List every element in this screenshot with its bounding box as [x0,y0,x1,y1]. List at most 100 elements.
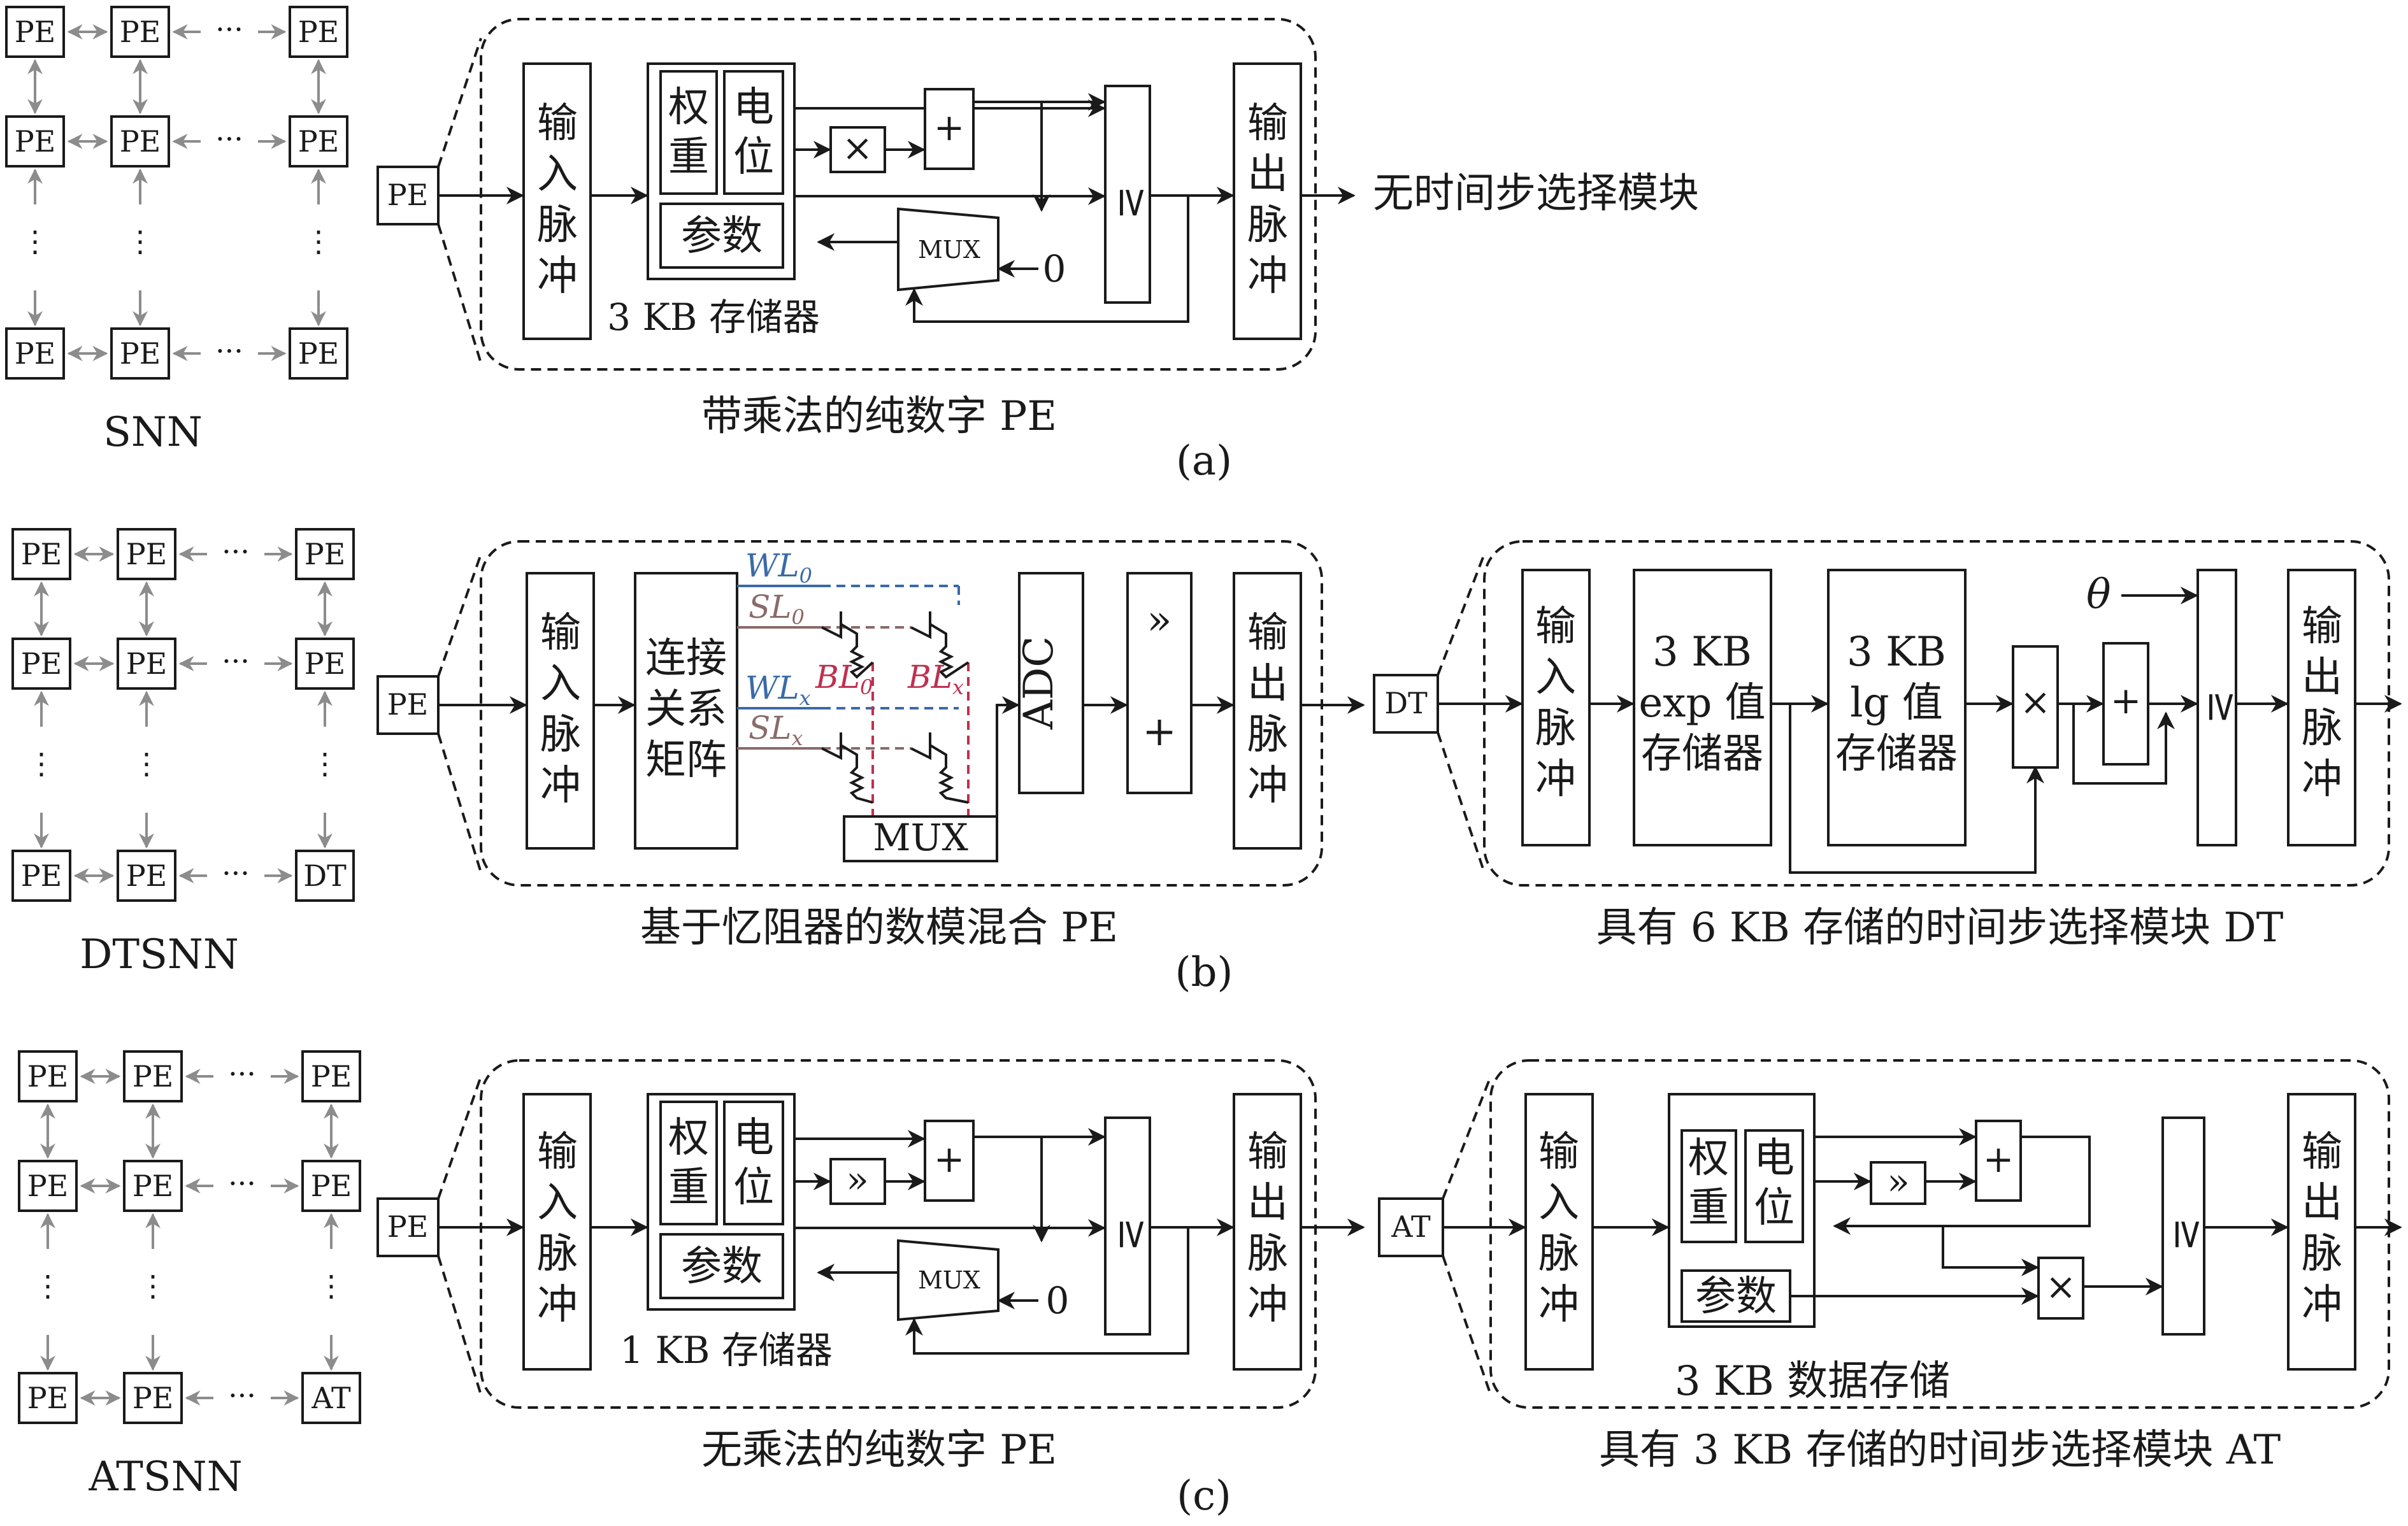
pe-box-c [376,1197,440,1257]
svg-text:入: 入 [1535,654,1576,701]
blx-label: BLx [907,659,964,699]
weight-a [659,70,718,195]
svg-text:冲: 冲 [2302,1281,2342,1329]
svg-text:输: 输 [1247,610,1288,657]
grid-cell-label: PE [21,537,62,571]
adder-at [1975,1120,2022,1202]
svg-text:冲: 冲 [537,1281,578,1329]
mem-caption-a: 3 KB 存储器 [607,296,820,339]
zero-a: 0 [1043,247,1066,290]
grid-ellipsis-h: ··· [215,122,243,156]
mux-a [897,207,1000,292]
grid-ellipsis-h: ··· [222,856,250,890]
caption-dt: 具有 6 KB 存储的时间步选择模块 DT [1596,904,2284,952]
svg-text:重: 重 [1688,1185,1729,1232]
mem-caption-c: 1 KB 存储器 [620,1329,833,1372]
data-store-caption: 3 KB 数据存储 [1675,1358,1950,1405]
params-a [659,203,784,269]
output-pulse-c [1233,1093,1302,1371]
grid-cell [123,1372,183,1424]
grid-cell [11,638,71,690]
svg-text:位: 位 [733,1164,774,1211]
adder-dt [2102,642,2149,766]
dt-box [1373,674,1439,734]
svg-text:电: 电 [1754,1135,1795,1182]
grid-cell-label: PE [298,336,340,371]
svg-text:+: + [934,1137,965,1181]
pe-box-b [376,675,440,735]
svg-text:lg 值: lg 值 [1850,680,1943,727]
grid-cell [295,850,355,902]
grid-cell-label: PE [305,646,346,681]
memristor-crossbar: WL0 SL0 WLx SLx BL0 BLx [737,547,970,815]
grid-cell-label: PE [27,1169,69,1203]
svg-text:3 KB: 3 KB [1847,629,1946,676]
panel-a: PE 输 入 脉 冲 权 重 电 位 参数 3 KB 存储器 × [376,18,1699,485]
svg-text:脉: 脉 [1247,1230,1288,1278]
panel-c: PE 输 入 脉 冲 权 重 电 位 参数 1 KB 存储器 » + MUX 0 [376,1059,2402,1520]
grid-ellipsis-v: ⋮ [138,1269,168,1303]
grid-cell [301,1160,361,1212]
svg-text:权: 权 [668,1115,709,1162]
mul-dt [2012,645,2059,769]
svg-text:DT: DT [1384,686,1428,720]
grid-cell-label: PE [27,1059,69,1094]
svg-text:+: + [934,106,965,149]
svg-text:位: 位 [1754,1185,1795,1232]
input-pulse-dt [1521,569,1591,846]
input-pulse-a-text: 输 入 脉 冲 [537,100,578,300]
grid-cell-label: PE [15,336,56,371]
svg-text:输: 输 [1247,1129,1288,1176]
grid-ellipsis-h: ··· [228,1166,256,1201]
grid-cell-label: PE [120,124,161,159]
grid-ellipsis-v: ⋮ [125,224,155,259]
grid-cell [18,1160,78,1212]
lg-memory [1827,569,1967,846]
grid-ellipsis-v: ⋮ [20,224,50,259]
svg-text:冲: 冲 [1538,1281,1579,1329]
grid-cell [117,850,176,902]
svg-text:冲: 冲 [1247,1281,1288,1329]
svg-text:存储器: 存储器 [1835,731,1958,778]
connection-matrix [634,572,738,850]
svg-text:冲: 冲 [1535,756,1576,803]
svg-text:冲: 冲 [1247,253,1288,300]
grid-cell [289,327,348,380]
grid-cell [295,638,355,690]
pe-c-container [480,1059,1317,1409]
wl0-label: WL0 [745,547,812,588]
exp-memory [1633,569,1772,846]
grid-cell-label: PE [27,1381,69,1415]
grid-cell-label: PE [120,336,161,371]
adc [1018,572,1084,794]
grid-cell-label: PE [311,1169,352,1203]
svg-text:+: + [2111,679,2142,722]
grid-cell-label: PE [133,1381,174,1415]
grid-cell [123,1160,183,1212]
mul-a [829,126,886,173]
svg-text:MUX: MUX [918,236,980,264]
input-pulse-c [522,1093,592,1371]
svg-text:输: 输 [1247,100,1288,147]
svg-text:位: 位 [733,134,774,181]
pe-b-container [480,540,1323,887]
svg-text:权: 权 [1688,1135,1729,1182]
svg-text:重: 重 [668,1164,709,1211]
grid-cell-label: PE [126,646,168,681]
svg-text:PE: PE [387,687,429,722]
slx-label: SLx [749,710,803,750]
svg-text:»: » [1887,1160,1910,1203]
grid-cell-label: PE [298,124,340,159]
sl0-label: SL0 [749,588,805,629]
shift-c [829,1158,886,1205]
svg-text:出: 出 [1247,660,1288,708]
grid-cell-label: DT [303,859,347,893]
label-c: (c) [1177,1473,1231,1520]
no-selection-module: 无时间步选择模块 [1373,170,1699,217]
geq-dt [2197,569,2237,846]
